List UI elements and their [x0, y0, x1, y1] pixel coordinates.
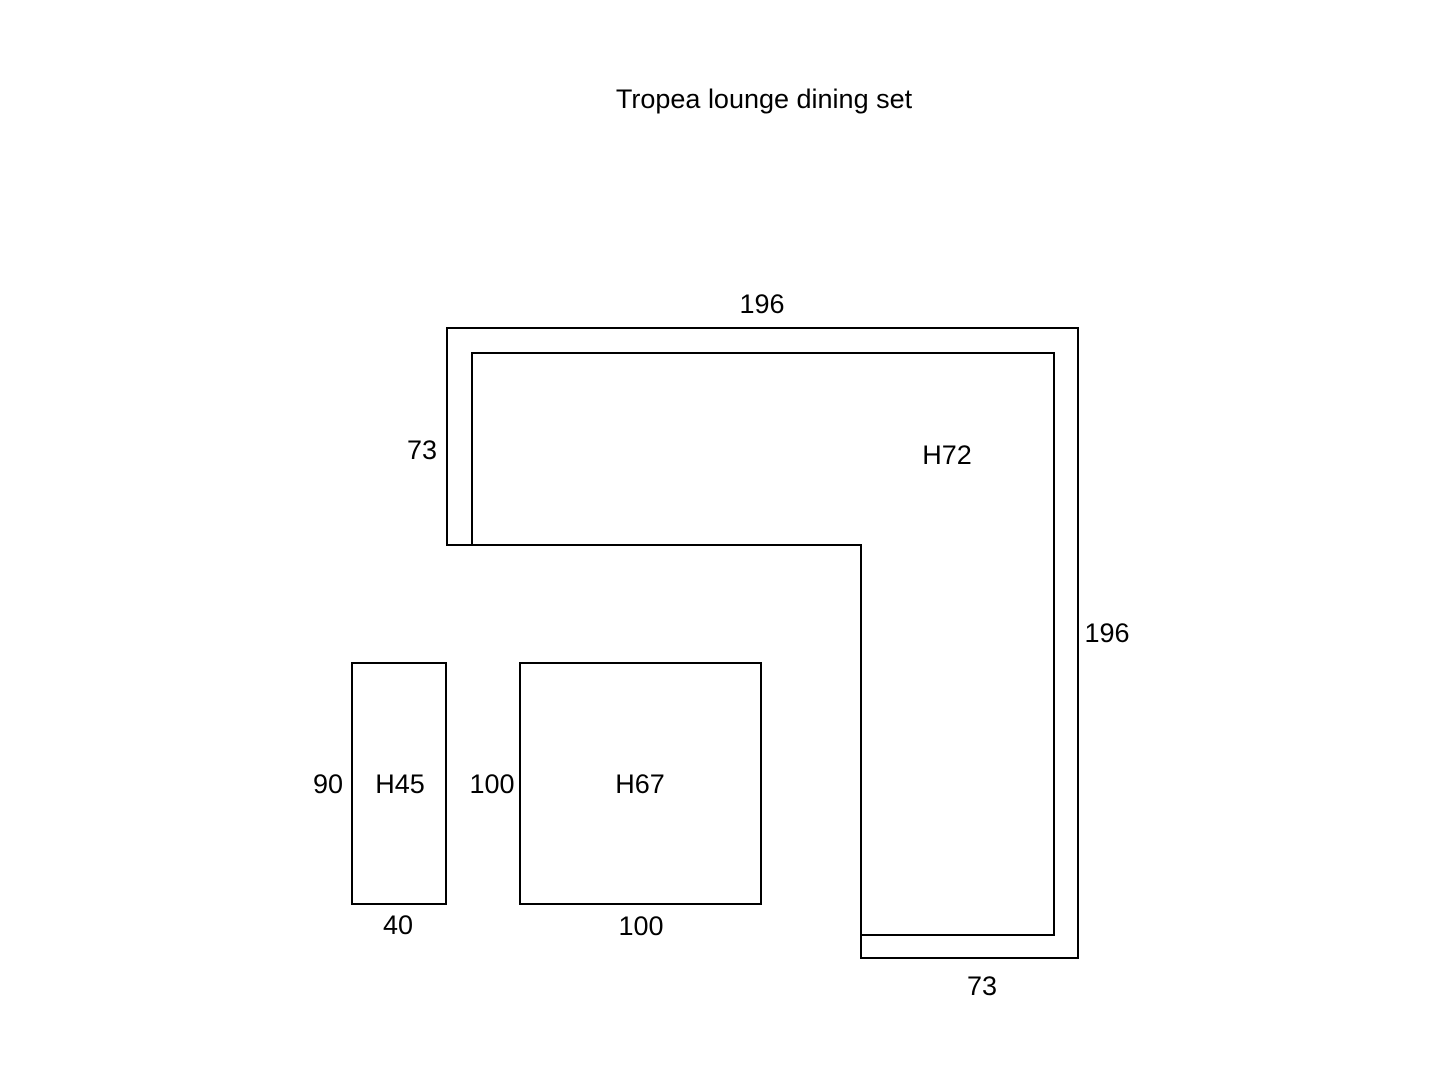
corner-sofa-outer-outline [446, 327, 1079, 959]
corner-sofa-height-label: H72 [922, 440, 972, 470]
stool-outline [351, 662, 447, 905]
diagram-title: Tropea lounge dining set [616, 84, 913, 114]
dining-table-depth-label: 100 [469, 769, 514, 799]
dining-table-height-label: H67 [615, 769, 665, 799]
corner-sofa-left-depth-label: 73 [407, 435, 437, 465]
corner-sofa-bottom-depth-label: 73 [967, 971, 997, 1001]
dining-table: 100 100 H67 [469, 662, 762, 941]
stool-height-label: H45 [375, 769, 425, 799]
stool-width-label: 40 [383, 910, 413, 940]
corner-sofa: 196 73 196 73 H72 [407, 289, 1130, 1001]
stool: 90 40 H45 [313, 662, 447, 940]
dining-table-width-label: 100 [618, 911, 663, 941]
dining-table-outline [519, 662, 762, 905]
corner-sofa-right-length-label: 196 [1084, 618, 1129, 648]
corner-sofa-inner-outline [471, 352, 1055, 936]
stool-depth-label: 90 [313, 769, 343, 799]
corner-sofa-top-width-label: 196 [739, 289, 784, 319]
